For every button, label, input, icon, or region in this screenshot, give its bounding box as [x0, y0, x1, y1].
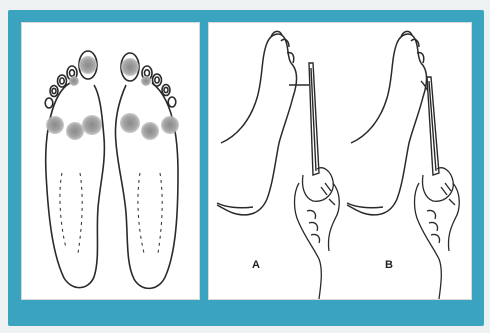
- figure-b-label: B: [385, 259, 393, 271]
- test-point: [69, 76, 79, 86]
- test-point: [141, 122, 159, 140]
- left-foot-sole: [45, 51, 104, 288]
- test-point: [161, 116, 179, 134]
- figure-b-hand: [415, 168, 460, 299]
- right-foot-sole: [115, 53, 178, 288]
- figure-a-label: A: [252, 259, 260, 271]
- test-point: [66, 122, 84, 140]
- test-point: [120, 113, 140, 133]
- figure-a-foot: [217, 31, 297, 215]
- test-point: [141, 76, 151, 86]
- test-point: [121, 58, 139, 76]
- test-point: [79, 56, 97, 74]
- figure-a-hand: [295, 168, 340, 299]
- monofilament-panel: A B: [208, 22, 472, 300]
- test-point: [82, 115, 102, 135]
- test-point: [46, 116, 64, 134]
- foot-soles-drawing: [22, 23, 199, 299]
- figure-b-monofilament: [421, 77, 439, 175]
- foot-soles-panel: [21, 22, 200, 300]
- figure-b-foot: [347, 31, 427, 215]
- monofilament-drawing: A B: [209, 23, 471, 299]
- left-foot-test-points: [46, 56, 102, 140]
- figure-a-monofilament: [289, 63, 319, 175]
